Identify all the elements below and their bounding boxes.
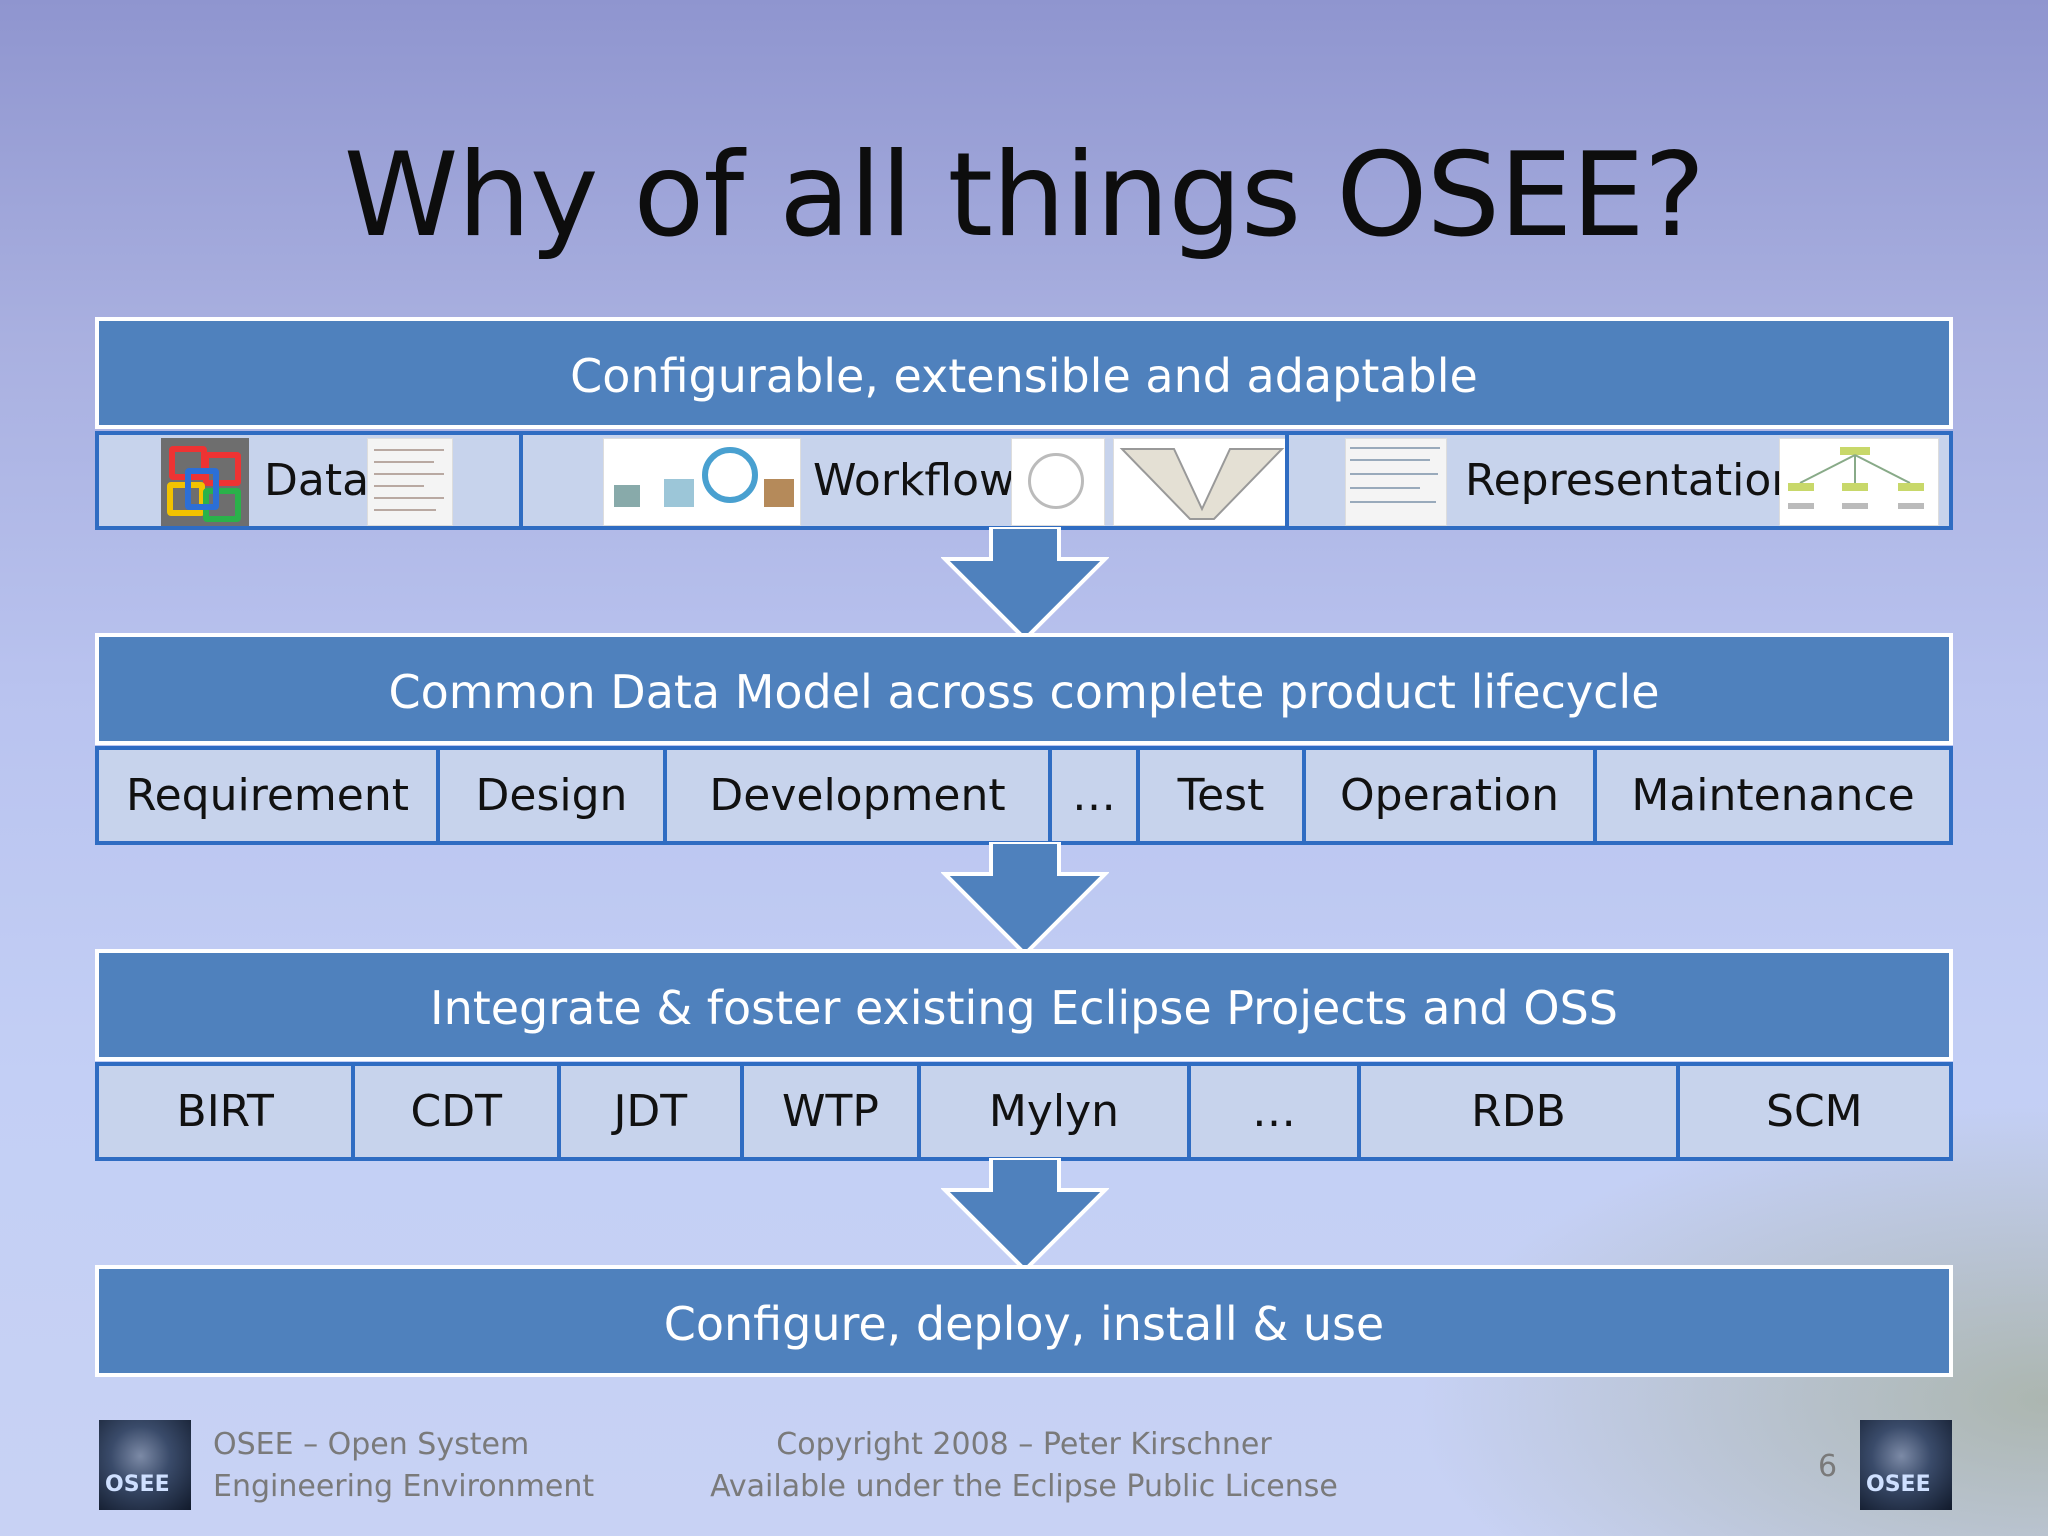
band-integrate-label: Integrate & foster existing Eclipse Proj… <box>430 981 1618 1035</box>
footer-left-line1: OSEE – Open System <box>213 1427 530 1462</box>
lifecycle-design: Design <box>436 746 667 845</box>
workflow-v-model-thumbnail <box>1113 438 1291 526</box>
footer-center: Copyright 2008 – Peter Kirschner Availab… <box>624 1424 1424 1508</box>
representation-editor-thumbnail <box>1345 438 1447 526</box>
band-common-data-model-label: Common Data Model across complete produc… <box>388 665 1660 719</box>
data-table-thumbnail <box>367 438 453 526</box>
project-wtp: WTP <box>739 1062 922 1161</box>
workflow-sprint-thumbnail <box>603 438 801 526</box>
osee-logo-left: OSEE <box>99 1420 191 1510</box>
v-model-icon <box>1119 448 1285 520</box>
feature-workflow: Workflow <box>519 431 1291 530</box>
project-cdt: CDT <box>351 1062 562 1161</box>
lifecycle-maintenance: Maintenance <box>1593 746 1953 845</box>
project-birt: BIRT <box>95 1062 356 1161</box>
project-jdt: JDT <box>557 1062 744 1161</box>
project-ellipsis: … <box>1186 1062 1362 1161</box>
representation-tree-thumbnail <box>1779 438 1939 526</box>
lifecycle-row: Requirement Design Development … Test Op… <box>95 746 1953 845</box>
page-number: 6 <box>1818 1449 1838 1484</box>
band-configure-label: Configure, deploy, install & use <box>663 1297 1385 1351</box>
lifecycle-test: Test <box>1136 746 1306 845</box>
footer-left-line2: Engineering Environment <box>213 1469 595 1504</box>
lifecycle-operation: Operation <box>1302 746 1597 845</box>
band-common-data-model: Common Data Model across complete produc… <box>95 633 1953 745</box>
lifecycle-development: Development <box>663 746 1052 845</box>
lifecycle-requirement: Requirement <box>95 746 440 845</box>
projects-row: BIRT CDT JDT WTP Mylyn … RDB SCM <box>95 1062 1954 1161</box>
band-configure: Configure, deploy, install & use <box>95 1265 1953 1377</box>
down-arrow-icon <box>941 1158 1109 1273</box>
project-scm: SCM <box>1675 1062 1954 1161</box>
slide-title: Why of all things OSEE? <box>343 128 1706 263</box>
osee-logo-right: OSEE <box>1860 1420 1952 1510</box>
feature-row: Data Workflow Representation <box>95 431 1953 530</box>
data-logo-icon <box>161 438 249 526</box>
down-arrow-icon <box>941 842 1109 957</box>
footer-left: OSEE – Open System Engineering Environme… <box>213 1424 594 1508</box>
feature-data: Data <box>95 431 523 530</box>
project-mylyn: Mylyn <box>917 1062 1191 1161</box>
lifecycle-ellipsis: … <box>1048 746 1140 845</box>
feature-representation: Representation <box>1285 431 1953 530</box>
band-configurable-label: Configurable, extensible and adaptable <box>570 349 1478 403</box>
project-rdb: RDB <box>1357 1062 1680 1161</box>
tree-diagram-icon <box>1788 447 1924 509</box>
footer-license: Available under the Eclipse Public Licen… <box>710 1469 1338 1504</box>
down-arrow-icon <box>941 527 1109 642</box>
feature-representation-label: Representation <box>1465 455 1800 506</box>
workflow-cycle-thumbnail <box>1011 438 1105 526</box>
feature-workflow-label: Workflow <box>813 455 1016 506</box>
feature-data-label: Data <box>264 455 370 506</box>
band-configurable: Configurable, extensible and adaptable <box>95 317 1953 429</box>
band-integrate: Integrate & foster existing Eclipse Proj… <box>95 949 1953 1061</box>
footer-copyright: Copyright 2008 – Peter Kirschner <box>776 1427 1272 1462</box>
